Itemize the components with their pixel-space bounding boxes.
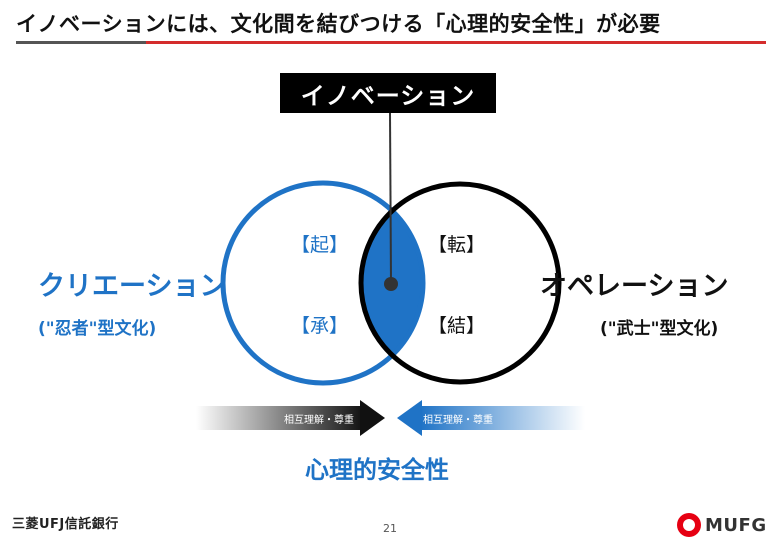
title-underline-dark bbox=[16, 41, 146, 44]
innovation-box: イノベーション bbox=[280, 73, 496, 113]
stage-sho: 【承】 bbox=[291, 315, 349, 337]
title-underline-red bbox=[146, 41, 766, 44]
arrow-right-pointing bbox=[196, 400, 385, 436]
arrow-right-label: 相互理解・尊重 bbox=[423, 415, 493, 426]
connector-line bbox=[389, 112, 392, 285]
psychological-safety-label: 心理的安全性 bbox=[305, 456, 449, 484]
ninja-culture-label: ("忍者"型文化) bbox=[38, 319, 157, 339]
mufg-logo-spacer bbox=[675, 513, 699, 537]
left-circle bbox=[220, 180, 426, 386]
mufg-logo-text: MUFG bbox=[705, 514, 767, 536]
creation-label: クリエーション bbox=[38, 271, 227, 302]
operation-label: オペレーション bbox=[540, 271, 729, 302]
right-circle bbox=[358, 181, 562, 385]
stage-ketsu: 【結】 bbox=[428, 315, 486, 337]
page-title: イノベーションには、文化間を結びつける「心理的安全性」が必要 bbox=[16, 12, 661, 36]
stage-ten: 【転】 bbox=[428, 234, 486, 256]
stage-ki: 【起】 bbox=[291, 234, 349, 256]
arrow-left-pointing bbox=[397, 400, 585, 436]
arrow-left-label: 相互理解・尊重 bbox=[284, 415, 354, 426]
company-logo-text: 三菱UFJ信託銀行 bbox=[12, 517, 119, 532]
mufg-logo: MUFG bbox=[675, 513, 767, 537]
samurai-culture-label: ("武士"型文化) bbox=[600, 319, 719, 339]
page-number: 21 bbox=[383, 522, 397, 535]
mufg-logo-mark bbox=[677, 513, 701, 537]
center-dot bbox=[384, 277, 398, 291]
